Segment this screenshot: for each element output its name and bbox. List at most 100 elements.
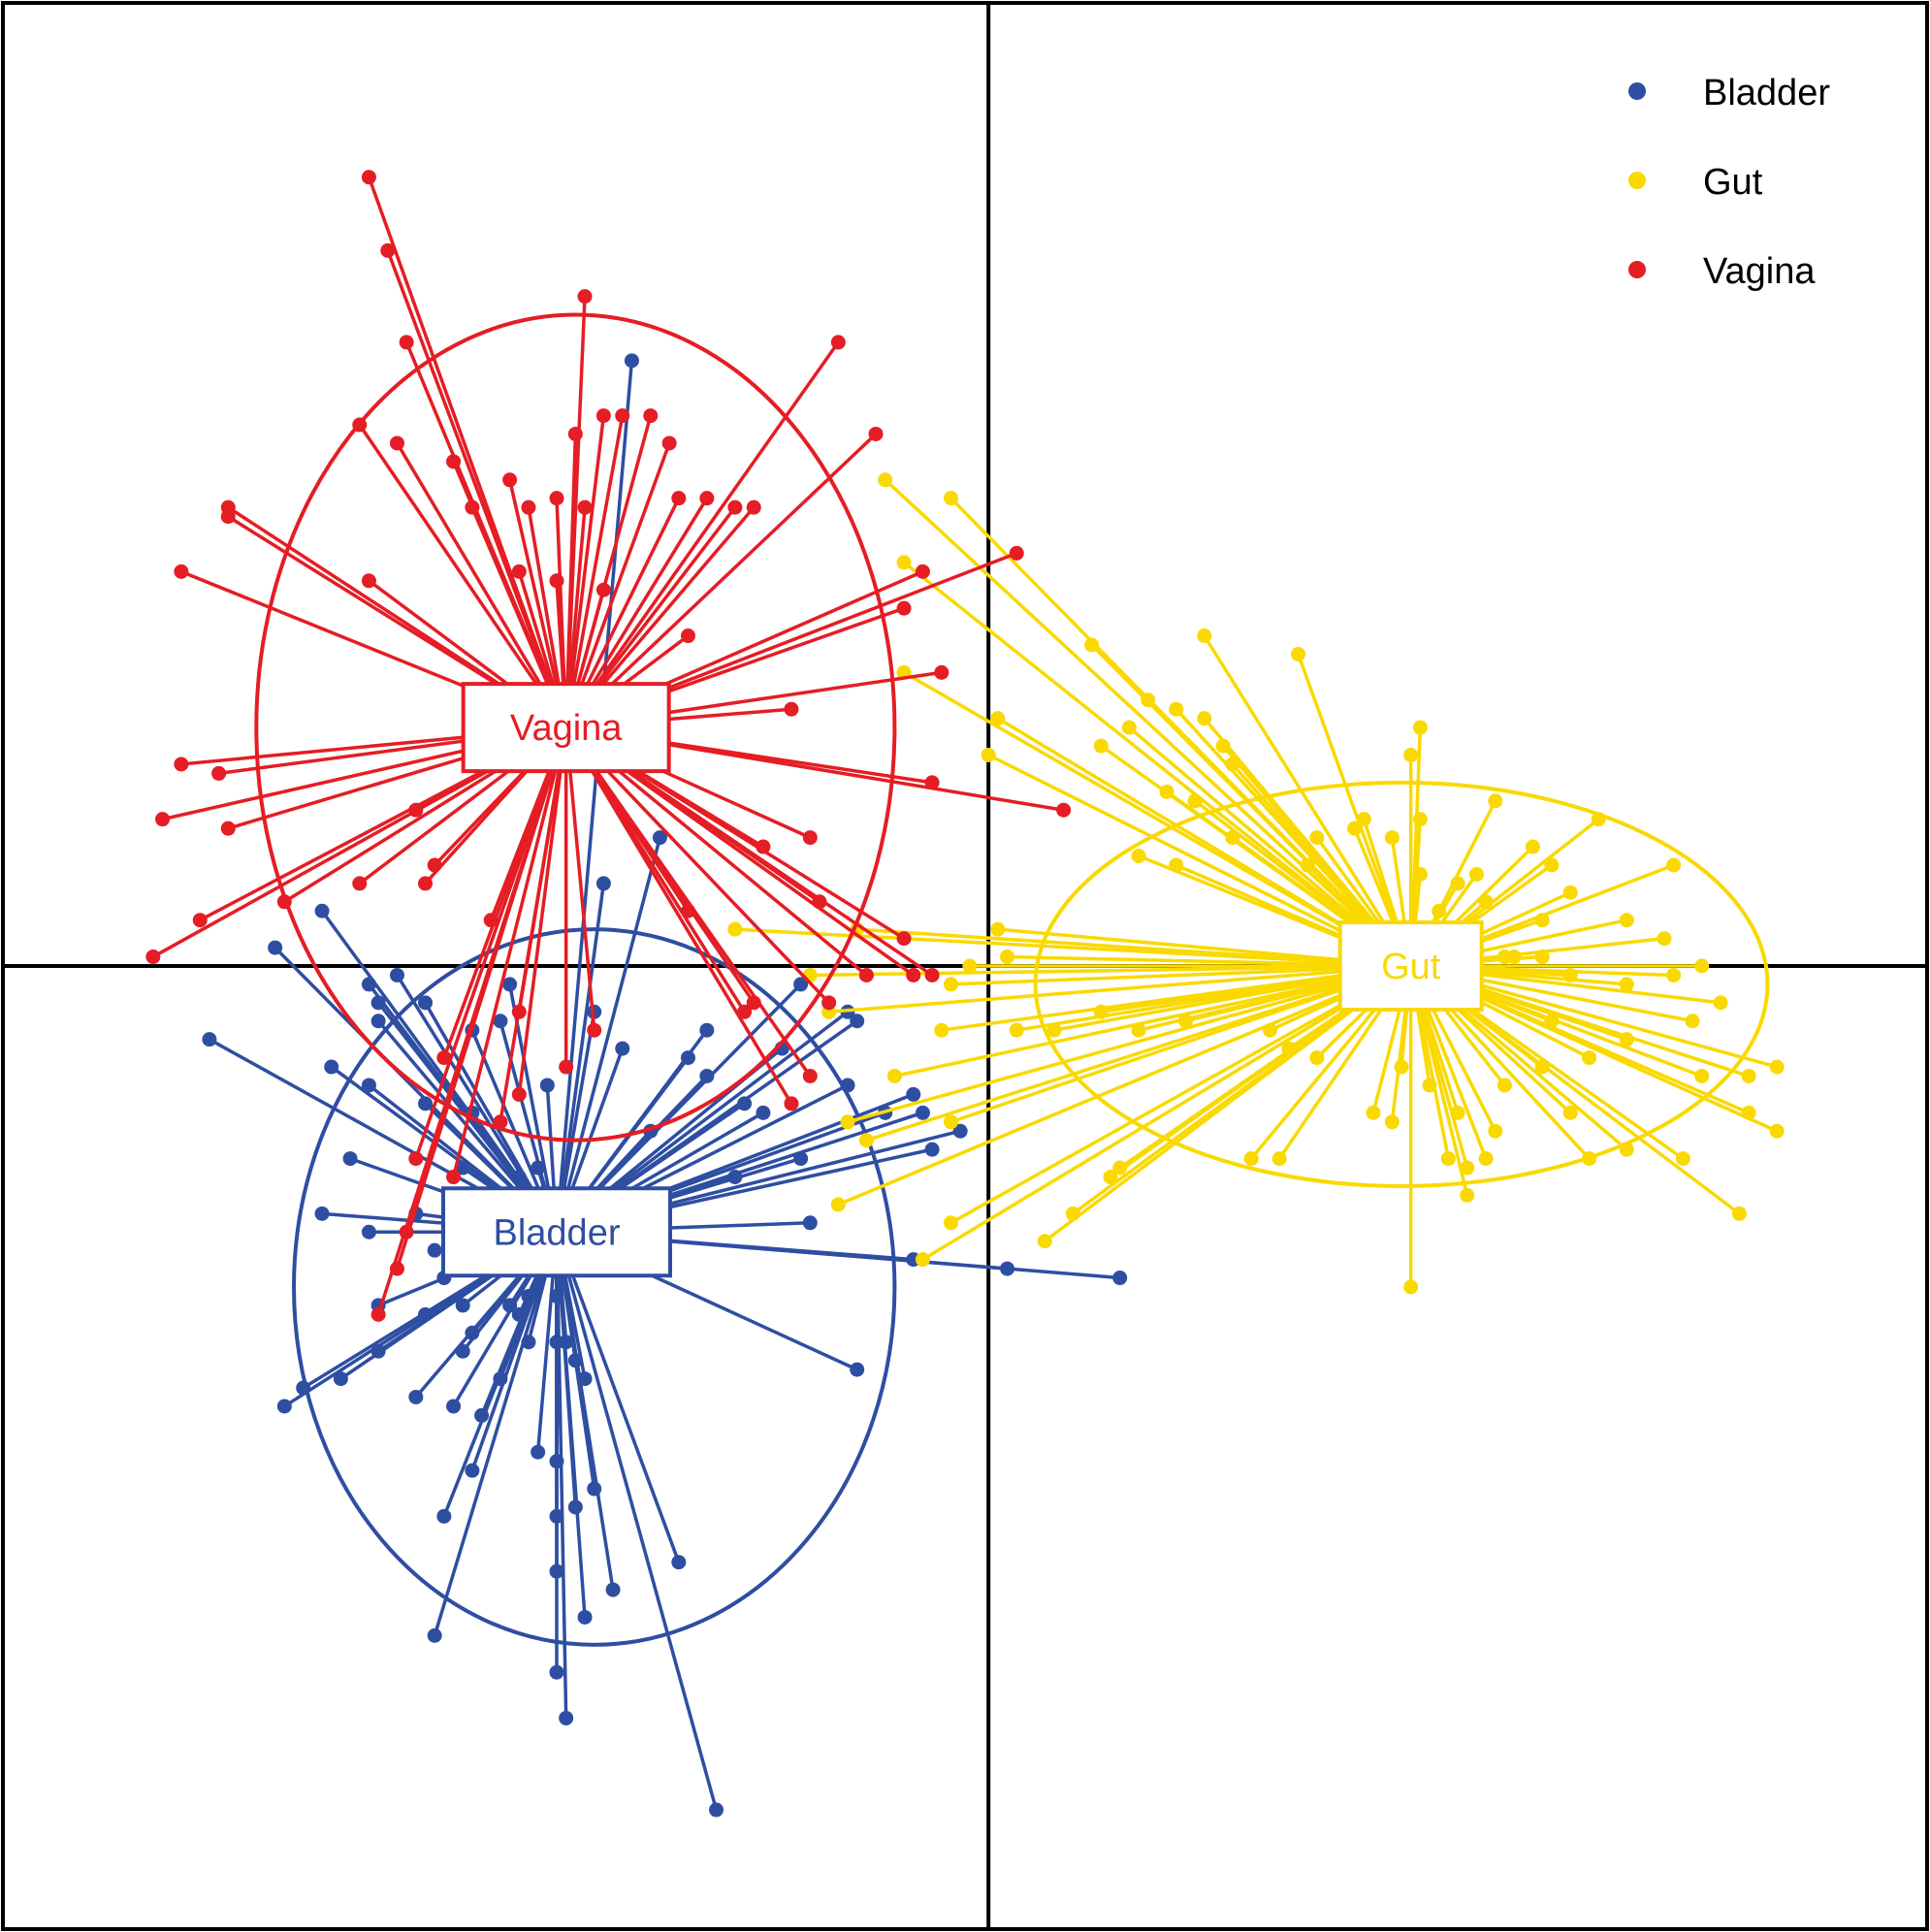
gut-confidence-ellipse xyxy=(1033,780,1770,1188)
vagina-sample-point xyxy=(361,170,376,185)
vagina-sample-point xyxy=(896,600,912,616)
bladder-sample-point xyxy=(296,1380,311,1396)
vagina-sample-point xyxy=(549,491,564,506)
vagina-sample-point xyxy=(276,894,292,910)
gut-spoke xyxy=(847,964,1412,1124)
vagina-sample-point xyxy=(756,839,771,854)
vagina-spoke xyxy=(386,249,568,728)
bladder-sample-point xyxy=(370,1014,386,1029)
gut-sample-point xyxy=(1731,1206,1747,1221)
gut-sample-point xyxy=(1084,637,1100,653)
gut-sample-point xyxy=(1694,958,1710,974)
vagina-spoke xyxy=(358,424,568,729)
bladder-sample-point xyxy=(952,1123,968,1139)
vagina-sample-point xyxy=(577,499,593,515)
gut-sample-point xyxy=(1741,1105,1756,1120)
vagina-spoke xyxy=(563,726,596,1031)
bladder-spoke xyxy=(555,837,662,1233)
gut-sample-point xyxy=(1121,720,1137,735)
vagina-sample-point xyxy=(802,1068,818,1083)
bladder-sample-point xyxy=(268,940,283,955)
gut-sample-point xyxy=(943,977,958,992)
vagina-label-text: Vagina xyxy=(510,708,623,749)
vagina-sample-point xyxy=(549,573,564,589)
vagina-sample-point xyxy=(418,876,434,891)
gut-sample-point xyxy=(1488,793,1503,809)
bladder-sample-point xyxy=(342,1151,358,1167)
bladder-sample-point xyxy=(549,1664,564,1680)
gut-spoke xyxy=(941,964,1411,1032)
vagina-sample-point xyxy=(595,408,611,424)
gut-sample-point xyxy=(1440,1151,1456,1167)
vagina-spoke xyxy=(517,726,568,1095)
gut-sample-point xyxy=(1619,913,1634,928)
gut-sample-point xyxy=(1065,1206,1080,1221)
vagina-sample-point xyxy=(680,628,695,644)
vagina-sample-point xyxy=(924,967,940,982)
gut-sample-point xyxy=(1215,738,1231,754)
vagina-sample-point xyxy=(145,950,161,965)
vagina-sample-point xyxy=(352,876,368,891)
vagina-spoke xyxy=(563,434,578,728)
gut-sample-point xyxy=(1384,1114,1399,1130)
gut-sample-point xyxy=(1412,812,1428,827)
bladder-sample-point xyxy=(577,1609,593,1625)
legend-label: Gut xyxy=(1703,162,1763,203)
vagina-spoke xyxy=(563,415,606,728)
vagina-sample-point xyxy=(399,335,414,350)
vagina-sample-point xyxy=(511,564,527,579)
vagina-sample-point xyxy=(699,491,715,506)
bladder-sample-point xyxy=(671,1555,687,1570)
gut-sample-point xyxy=(1460,1187,1475,1203)
gut-spoke xyxy=(828,964,1411,1014)
vagina-confidence-ellipse xyxy=(254,312,897,1143)
vagina-sample-point xyxy=(915,564,930,579)
gut-sample-point xyxy=(1300,857,1315,873)
vagina-sample-point xyxy=(1056,802,1072,818)
vagina-sample-point xyxy=(389,1261,404,1276)
bladder-sample-point xyxy=(802,1215,818,1231)
gut-sample-point xyxy=(1384,830,1399,846)
vagina-sample-point xyxy=(868,426,884,441)
gut-sample-point xyxy=(1562,967,1578,982)
gut-sample-point xyxy=(858,1133,874,1148)
bladder-sample-point xyxy=(793,977,809,992)
vagina-spoke xyxy=(442,726,568,1059)
bladder-sample-point xyxy=(493,1014,508,1029)
vagina-sample-point xyxy=(220,821,236,836)
vagina-sample-point xyxy=(587,1022,602,1038)
gut-sample-point xyxy=(1141,692,1156,708)
gut-sample-point xyxy=(886,1068,902,1083)
bladder-sample-point xyxy=(361,1224,376,1240)
bladder-sample-point xyxy=(595,876,611,891)
gut-sample-point xyxy=(1197,711,1212,726)
bladder-sample-point xyxy=(465,1463,480,1478)
gut-sample-point xyxy=(943,1114,958,1130)
vagina-sample-point xyxy=(446,1170,462,1185)
gut-sample-point xyxy=(943,1215,958,1231)
gut-sample-point xyxy=(1619,1142,1634,1157)
bladder-sample-point xyxy=(680,1050,695,1066)
gut-sample-point xyxy=(1657,931,1672,947)
gut-sample-point xyxy=(1394,1059,1409,1075)
bladder-sample-point xyxy=(559,1710,574,1725)
bladder-sample-point xyxy=(418,995,434,1011)
gut-sample-point xyxy=(1403,1279,1419,1295)
gut-sample-point xyxy=(1403,747,1419,762)
vagina-spoke xyxy=(564,340,840,729)
gut-sample-point xyxy=(1366,1105,1381,1120)
gut-sample-point xyxy=(1225,757,1240,772)
gut-sample-point xyxy=(915,1252,930,1268)
gut-sample-point xyxy=(1526,839,1541,854)
bladder-sample-point xyxy=(652,830,667,846)
bladder-sample-point xyxy=(333,1371,348,1387)
gut-spoke xyxy=(734,927,1411,968)
vagina-sample-point xyxy=(577,289,593,305)
vagina-sample-point xyxy=(389,435,404,451)
vagina-spoke xyxy=(564,442,671,728)
gut-sample-point xyxy=(1582,1151,1597,1167)
bladder-sample-point xyxy=(1112,1271,1128,1286)
